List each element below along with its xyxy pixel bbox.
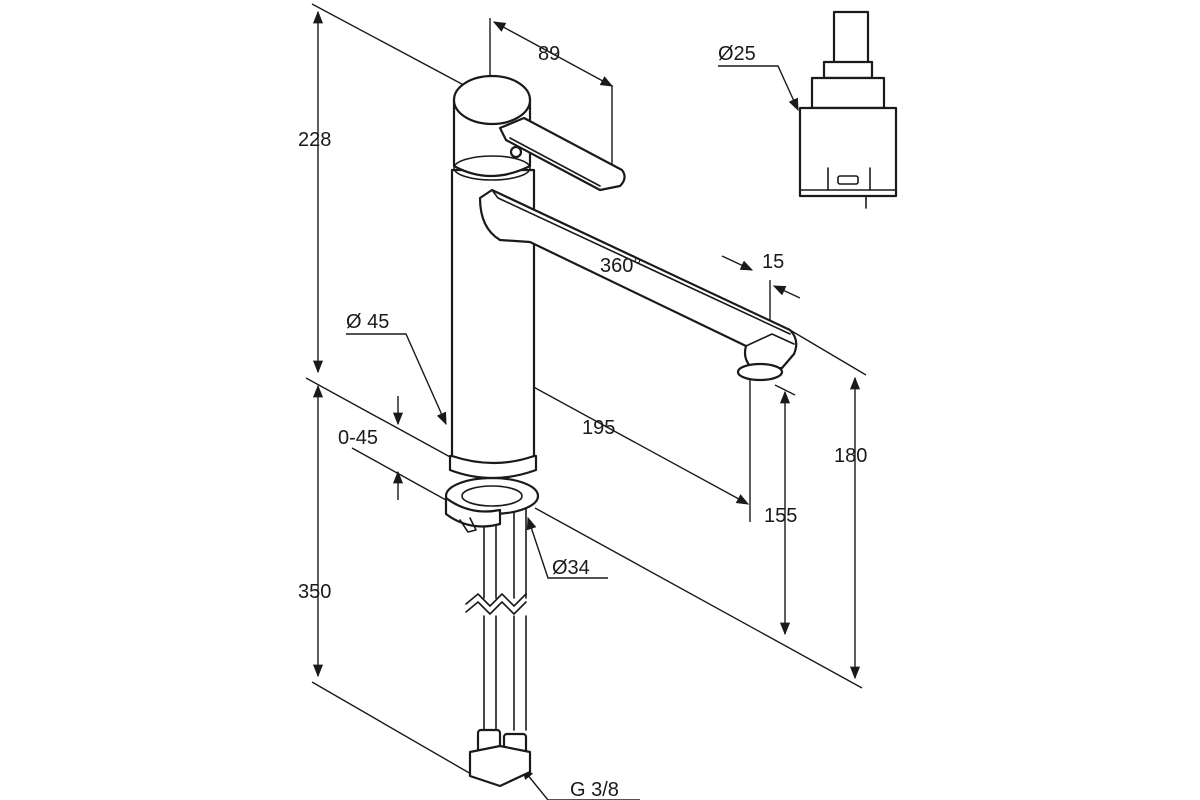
label-spout-tip: 15 (762, 251, 784, 273)
dimension-lines (312, 10, 861, 800)
label-swivel-angle: 360° (600, 255, 641, 277)
label-hose-length: 350 (298, 581, 331, 603)
label-handle-reach: 89 (538, 43, 560, 65)
label-outlet-height: 155 (764, 505, 797, 527)
dimension-labels: 228 89 Ø25 360° 15 Ø 45 195 0-45 180 155… (298, 43, 867, 800)
label-deck-thickness: 0-45 (338, 427, 378, 449)
label-body-diameter: Ø 45 (346, 311, 389, 333)
lever-handle (498, 116, 626, 192)
hose-break-symbol (465, 601, 527, 615)
swivel-spout (478, 188, 798, 382)
supply-hoses (465, 489, 532, 788)
label-spout-height: 180 (834, 445, 867, 467)
mounting-ring (444, 476, 540, 533)
label-hole-diameter: Ø34 (552, 557, 590, 579)
label-spout-reach: 195 (582, 417, 615, 439)
connection-fitting (468, 744, 532, 788)
label-total-height: 228 (298, 129, 331, 151)
label-connection-thread: G 3/8 (570, 779, 619, 800)
cartridge-detail (798, 10, 898, 209)
faucet-body (448, 74, 538, 480)
extension-lines (305, 3, 867, 779)
label-cartridge-diameter: Ø25 (718, 43, 756, 65)
